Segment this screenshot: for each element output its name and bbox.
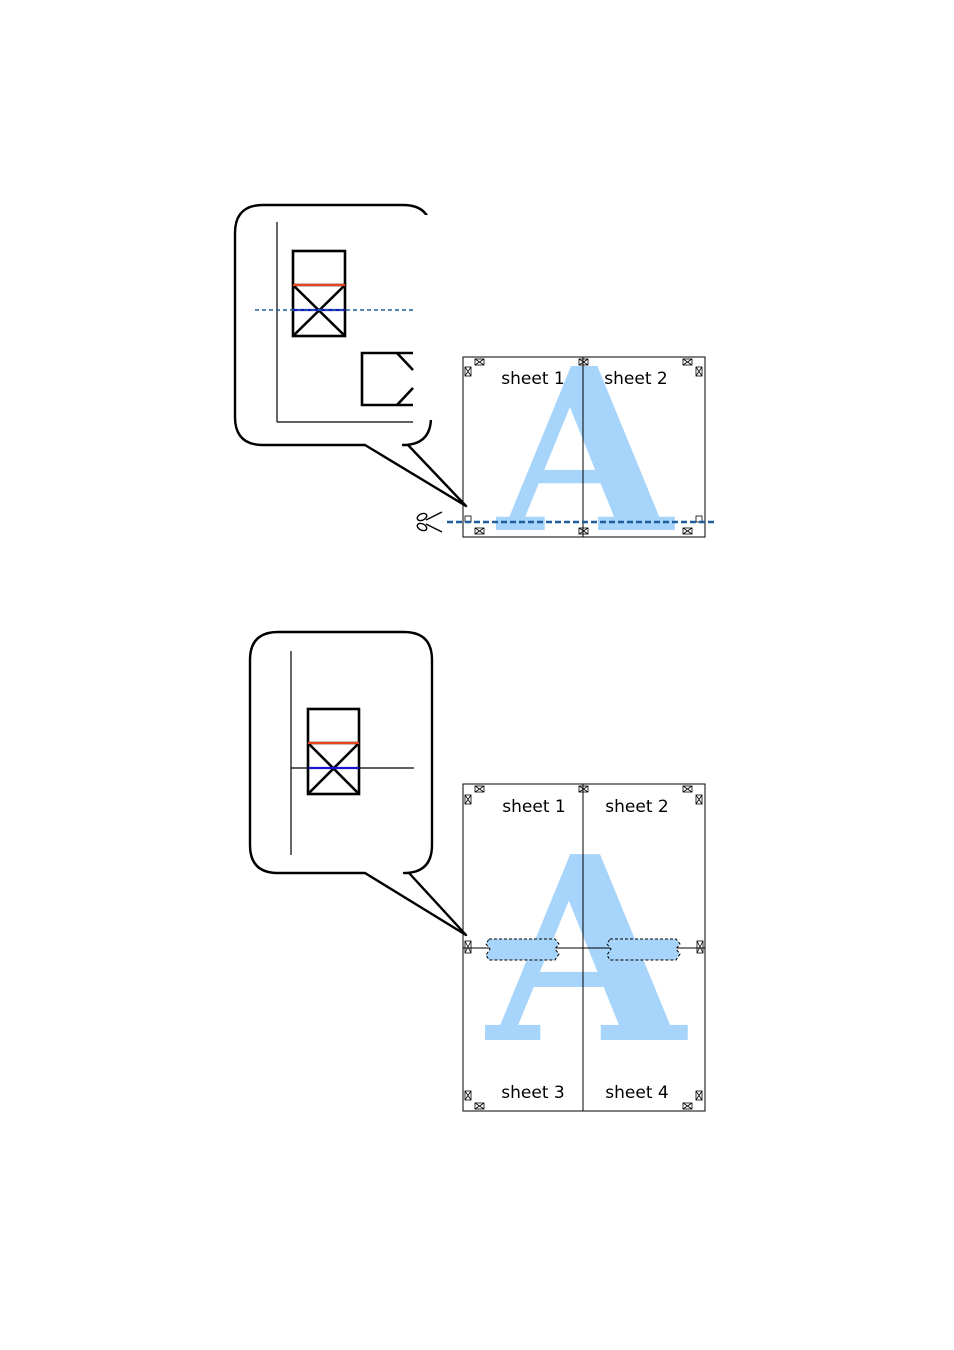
alignment-mark: [696, 1091, 702, 1100]
alignment-mark: [465, 941, 471, 953]
bottom-sheet-3-label: sheet 3: [501, 1083, 564, 1103]
glue-area-right: [607, 939, 680, 960]
bottom-sheet-2-label: sheet 2: [605, 797, 668, 817]
top-callout: [235, 205, 466, 506]
glue-area-left: [486, 939, 559, 960]
bottom-sheet-1-label: sheet 1: [502, 797, 565, 817]
alignment-mark: [683, 359, 692, 365]
alignment-mark: [696, 795, 702, 804]
alignment-mark: [465, 795, 471, 804]
bottom-step: A sheet 1 sheet 2 sheet 3 sheet 4: [250, 632, 705, 1111]
alignment-mark: [697, 941, 703, 953]
alignment-mark: [475, 786, 484, 792]
alignment-mark: [465, 1091, 471, 1100]
alignment-mark: [683, 786, 692, 792]
top-watermark-letter: A: [496, 320, 676, 584]
top-callout-crop: [413, 215, 433, 420]
top-step: A sheet 1 sheet 2: [235, 205, 715, 584]
alignment-mark: [683, 528, 692, 534]
bottom-callout: [250, 632, 466, 935]
top-watermark-a: A: [496, 320, 676, 584]
top-sheet-2-label: sheet 2: [604, 369, 667, 389]
bottom-sheet-4-label: sheet 4: [605, 1083, 668, 1103]
top-sheet-1-label: sheet 1: [501, 369, 564, 389]
scissors-icon: [416, 512, 442, 532]
alignment-mark: [475, 528, 484, 534]
alignment-mark: [696, 367, 702, 376]
alignment-mark: [683, 1103, 692, 1109]
alignment-mark: [465, 367, 471, 376]
alignment-mark: [475, 1103, 484, 1109]
alignment-mark: [475, 359, 484, 365]
